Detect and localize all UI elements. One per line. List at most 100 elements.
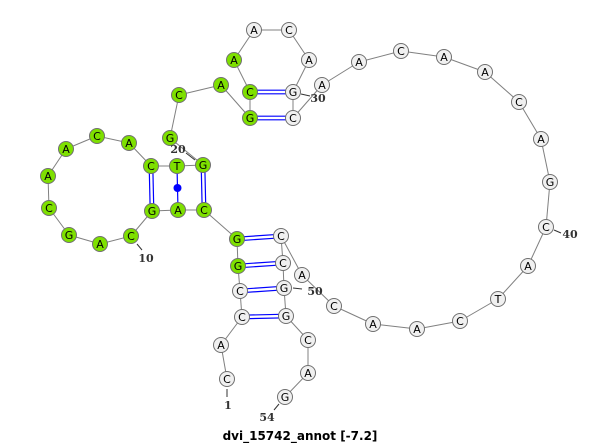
index-tick <box>300 93 311 97</box>
nucleotide-letter: G <box>199 159 208 172</box>
nucleotide-circle <box>351 54 367 70</box>
nucleotide-circle <box>196 202 212 218</box>
nucleotide: A <box>520 258 536 274</box>
nucleotide-letter: A <box>369 318 377 331</box>
nucleotide-circle <box>300 332 316 348</box>
nucleotide: C <box>300 332 316 348</box>
nucleotide-circle <box>477 64 493 80</box>
nucleotide-letter: C <box>223 373 231 386</box>
index-label: 40 <box>562 228 578 241</box>
nucleotide-circle <box>301 52 317 68</box>
nucleotide-circle <box>234 309 250 325</box>
nucleotide-circle <box>226 52 242 68</box>
nucleotide-letter: G <box>281 391 290 404</box>
index-tick <box>553 229 562 234</box>
nucleotide-circle <box>144 203 160 219</box>
nucleotide-circle <box>170 202 186 218</box>
nucleotide-letter: C <box>45 202 53 215</box>
nucleotide-letter: T <box>173 160 181 173</box>
nucleotide-letter: A <box>481 66 489 79</box>
nucleotide-circle <box>169 158 185 174</box>
nucleotide-circle <box>213 337 229 353</box>
nucleotide: G <box>195 157 211 173</box>
nucleotide-letter: A <box>413 323 421 336</box>
nucleotide: C <box>123 228 139 244</box>
nucleotide: A <box>436 49 452 65</box>
nucleotide-letter: C <box>175 89 183 102</box>
nucleotide: C <box>143 158 159 174</box>
nucleotide-circle <box>326 298 342 314</box>
nucleotide-circle <box>409 321 425 337</box>
nucleotide-letter: C <box>330 300 338 313</box>
nucleotide: A <box>226 52 242 68</box>
nucleotide: A <box>40 168 56 184</box>
nucleotide: G <box>277 389 293 405</box>
nucleotide-letter: G <box>246 112 255 125</box>
nucleotide-circle <box>511 94 527 110</box>
nucleotide-letter: G <box>280 282 289 295</box>
nucleotide: T <box>169 158 185 174</box>
nucleotide: G <box>542 174 558 190</box>
nucleotide-letter: C <box>277 230 285 243</box>
nucleotide: A <box>213 337 229 353</box>
nucleotide: A <box>121 135 137 151</box>
nucleotide-letter: C <box>238 311 246 324</box>
nucleotide-letter: G <box>166 132 175 145</box>
nucleotide-letter: A <box>44 170 52 183</box>
nucleotide: A <box>351 54 367 70</box>
index-tick <box>273 403 280 411</box>
nucleotide-letter: C <box>515 96 523 109</box>
nucleotide-letter: A <box>304 367 312 380</box>
nucleotide-circle <box>285 110 301 126</box>
nucleotide-letter: C <box>542 221 550 234</box>
nucleotide-circle <box>229 231 245 247</box>
nucleotide-letter: C <box>456 315 464 328</box>
nucleotide: A <box>300 365 316 381</box>
nucleotide: A <box>246 22 262 38</box>
index-label: 10 <box>138 252 154 265</box>
nucleotide-circle <box>58 141 74 157</box>
nucleotide: A <box>58 141 74 157</box>
nucleotide: T <box>490 291 506 307</box>
nucleotide: A <box>365 316 381 332</box>
nucleotide: C <box>538 219 554 235</box>
nucleotide-circle <box>219 371 235 387</box>
nucleotide-circle <box>520 258 536 274</box>
nucleotide-letter: C <box>397 45 405 58</box>
nucleotide: A <box>301 52 317 68</box>
nucleotide: C <box>452 313 468 329</box>
index-tick <box>292 287 303 290</box>
nucleotide-letter: C <box>93 130 101 143</box>
index-tick <box>136 243 143 251</box>
nucleotide-circle <box>276 280 292 296</box>
nucleotide-circle <box>40 168 56 184</box>
nucleotide-letter: G <box>65 229 74 242</box>
nucleotide: A <box>477 64 493 80</box>
nucleotide-circle <box>365 316 381 332</box>
nucleotide: C <box>393 43 409 59</box>
nucleotide: C <box>219 371 235 387</box>
nucleotide-letter: G <box>233 233 242 246</box>
structure-title: dvi_15742_annot [-7.2] <box>222 429 378 443</box>
nucleotide: A <box>409 321 425 337</box>
nucleotide-circle <box>213 77 229 93</box>
index-label: 54 <box>259 411 275 424</box>
nucleotide: G <box>285 84 301 100</box>
nucleotide: C <box>234 309 250 325</box>
nucleotide: A <box>92 236 108 252</box>
nucleotide-letter: C <box>200 204 208 217</box>
nucleotide-letter: C <box>246 86 254 99</box>
nucleotide: C <box>89 128 105 144</box>
nucleotide-letter: G <box>289 86 298 99</box>
nucleotide: C <box>275 255 291 271</box>
nucleotide-circle <box>533 131 549 147</box>
nucleotide-circle <box>294 267 310 283</box>
nucleotide-circle <box>143 158 159 174</box>
nucleotide: G <box>278 308 294 324</box>
nucleotide-circle <box>162 130 178 146</box>
nucleotide-circle <box>314 77 330 93</box>
nucleotide-circle <box>41 200 57 216</box>
nucleotide-letter: A <box>62 143 70 156</box>
